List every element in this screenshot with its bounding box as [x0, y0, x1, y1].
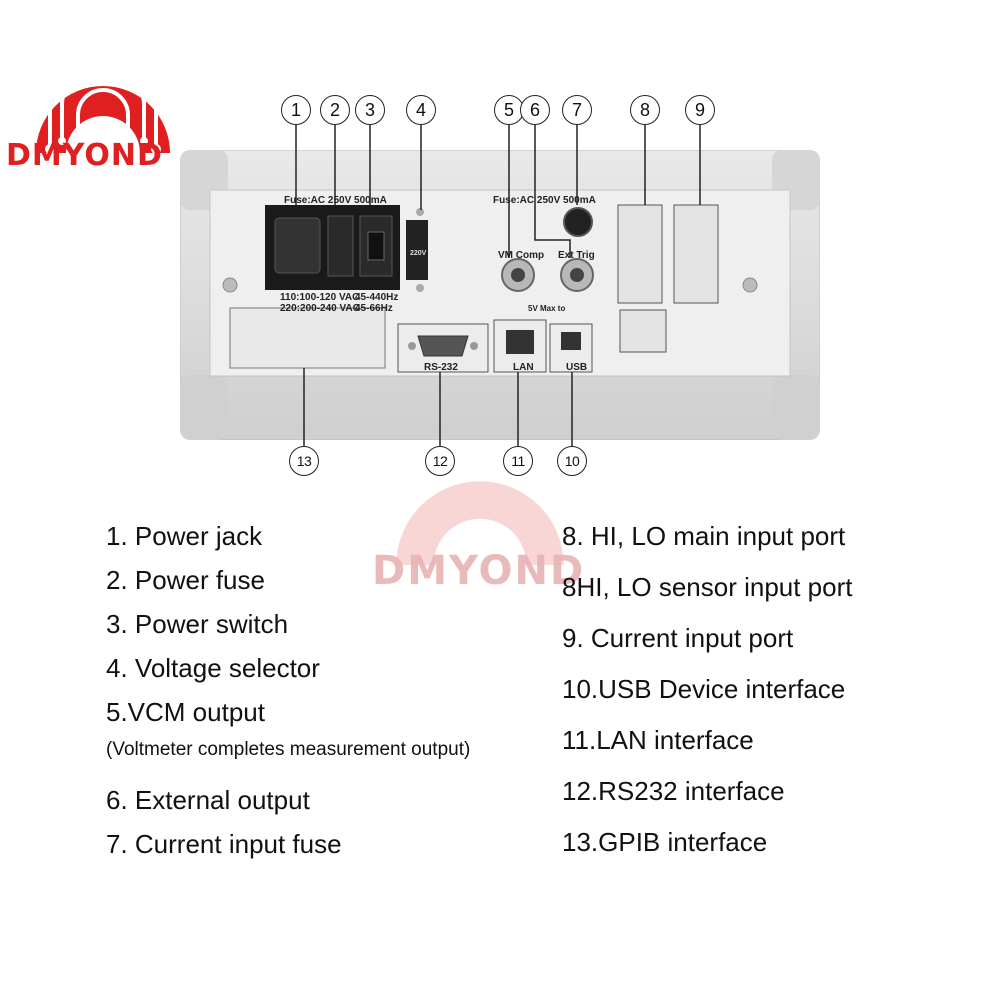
rs232-label: RS-232: [424, 362, 458, 373]
callout-8: 8: [630, 95, 660, 125]
usb-label: USB: [566, 362, 588, 373]
callout-13: 13: [289, 446, 319, 476]
voltage-110-label: 110:100-120 VAC: [280, 292, 360, 303]
legend-item-3: 3. Power switch: [106, 609, 289, 639]
legend-item-5: 5.VCM output: [106, 697, 265, 727]
callout-12: 12: [425, 446, 455, 476]
legend-item-5-note: (Voltmeter completes measurement output): [106, 739, 471, 760]
legend-item-8: 8. HI, LO main input port: [562, 521, 846, 551]
rear-panel: [180, 150, 820, 440]
voltage-220-label: 220:200-240 VAC: [280, 303, 360, 314]
callout-10: 10: [557, 446, 587, 476]
legend-item-4: 4. Voltage selector: [106, 653, 320, 683]
callout-1: 1: [281, 95, 311, 125]
watermark-logo: [396, 481, 564, 565]
fuse-rating-label-left: Fuse:AC 250V 500mA: [284, 195, 387, 206]
freq-110-label: 45-440Hz: [355, 292, 399, 303]
lan-label: LAN: [513, 362, 534, 373]
legend-item-11: 11.LAN interface: [562, 725, 754, 755]
callout-4: 4: [406, 95, 436, 125]
callout-11: 11: [503, 446, 533, 476]
dmyond-logo: [36, 42, 170, 154]
callout-5: 5: [494, 95, 524, 125]
legend-item-7: 7. Current input fuse: [106, 829, 342, 859]
legend-item-2: 2. Power fuse: [106, 565, 265, 595]
legend-item-10: 10.USB Device interface: [562, 674, 846, 704]
legend-item-1: 1. Power jack: [106, 521, 263, 551]
callout-9: 9: [685, 95, 715, 125]
vm-comp-label: VM Comp: [498, 250, 545, 261]
freq-220-label: 45-66Hz: [355, 303, 393, 314]
brand-name: DMYOND: [6, 138, 163, 173]
callout-7: 7: [562, 95, 592, 125]
legend-item-12: 12.RS232 interface: [562, 776, 785, 806]
legend-item-8b: 8HI, LO sensor input port: [562, 572, 853, 602]
watermark-text: DMYOND: [372, 548, 586, 594]
legend-item-9: 9. Current input port: [562, 623, 794, 653]
callout-2: 2: [320, 95, 350, 125]
callout-3: 3: [355, 95, 385, 125]
voltage-selector-label: 220V: [410, 250, 427, 257]
ext-trig-label: Ext Trig: [558, 250, 595, 261]
legend-item-13: 13.GPIB interface: [562, 827, 768, 857]
legend-item-6: 6. External output: [106, 785, 310, 815]
callout-6: 6: [520, 95, 550, 125]
max-voltage-note: 5V Max to: [528, 304, 566, 313]
fuse-rating-label-right: Fuse:AC 250V 500mA: [493, 195, 596, 206]
